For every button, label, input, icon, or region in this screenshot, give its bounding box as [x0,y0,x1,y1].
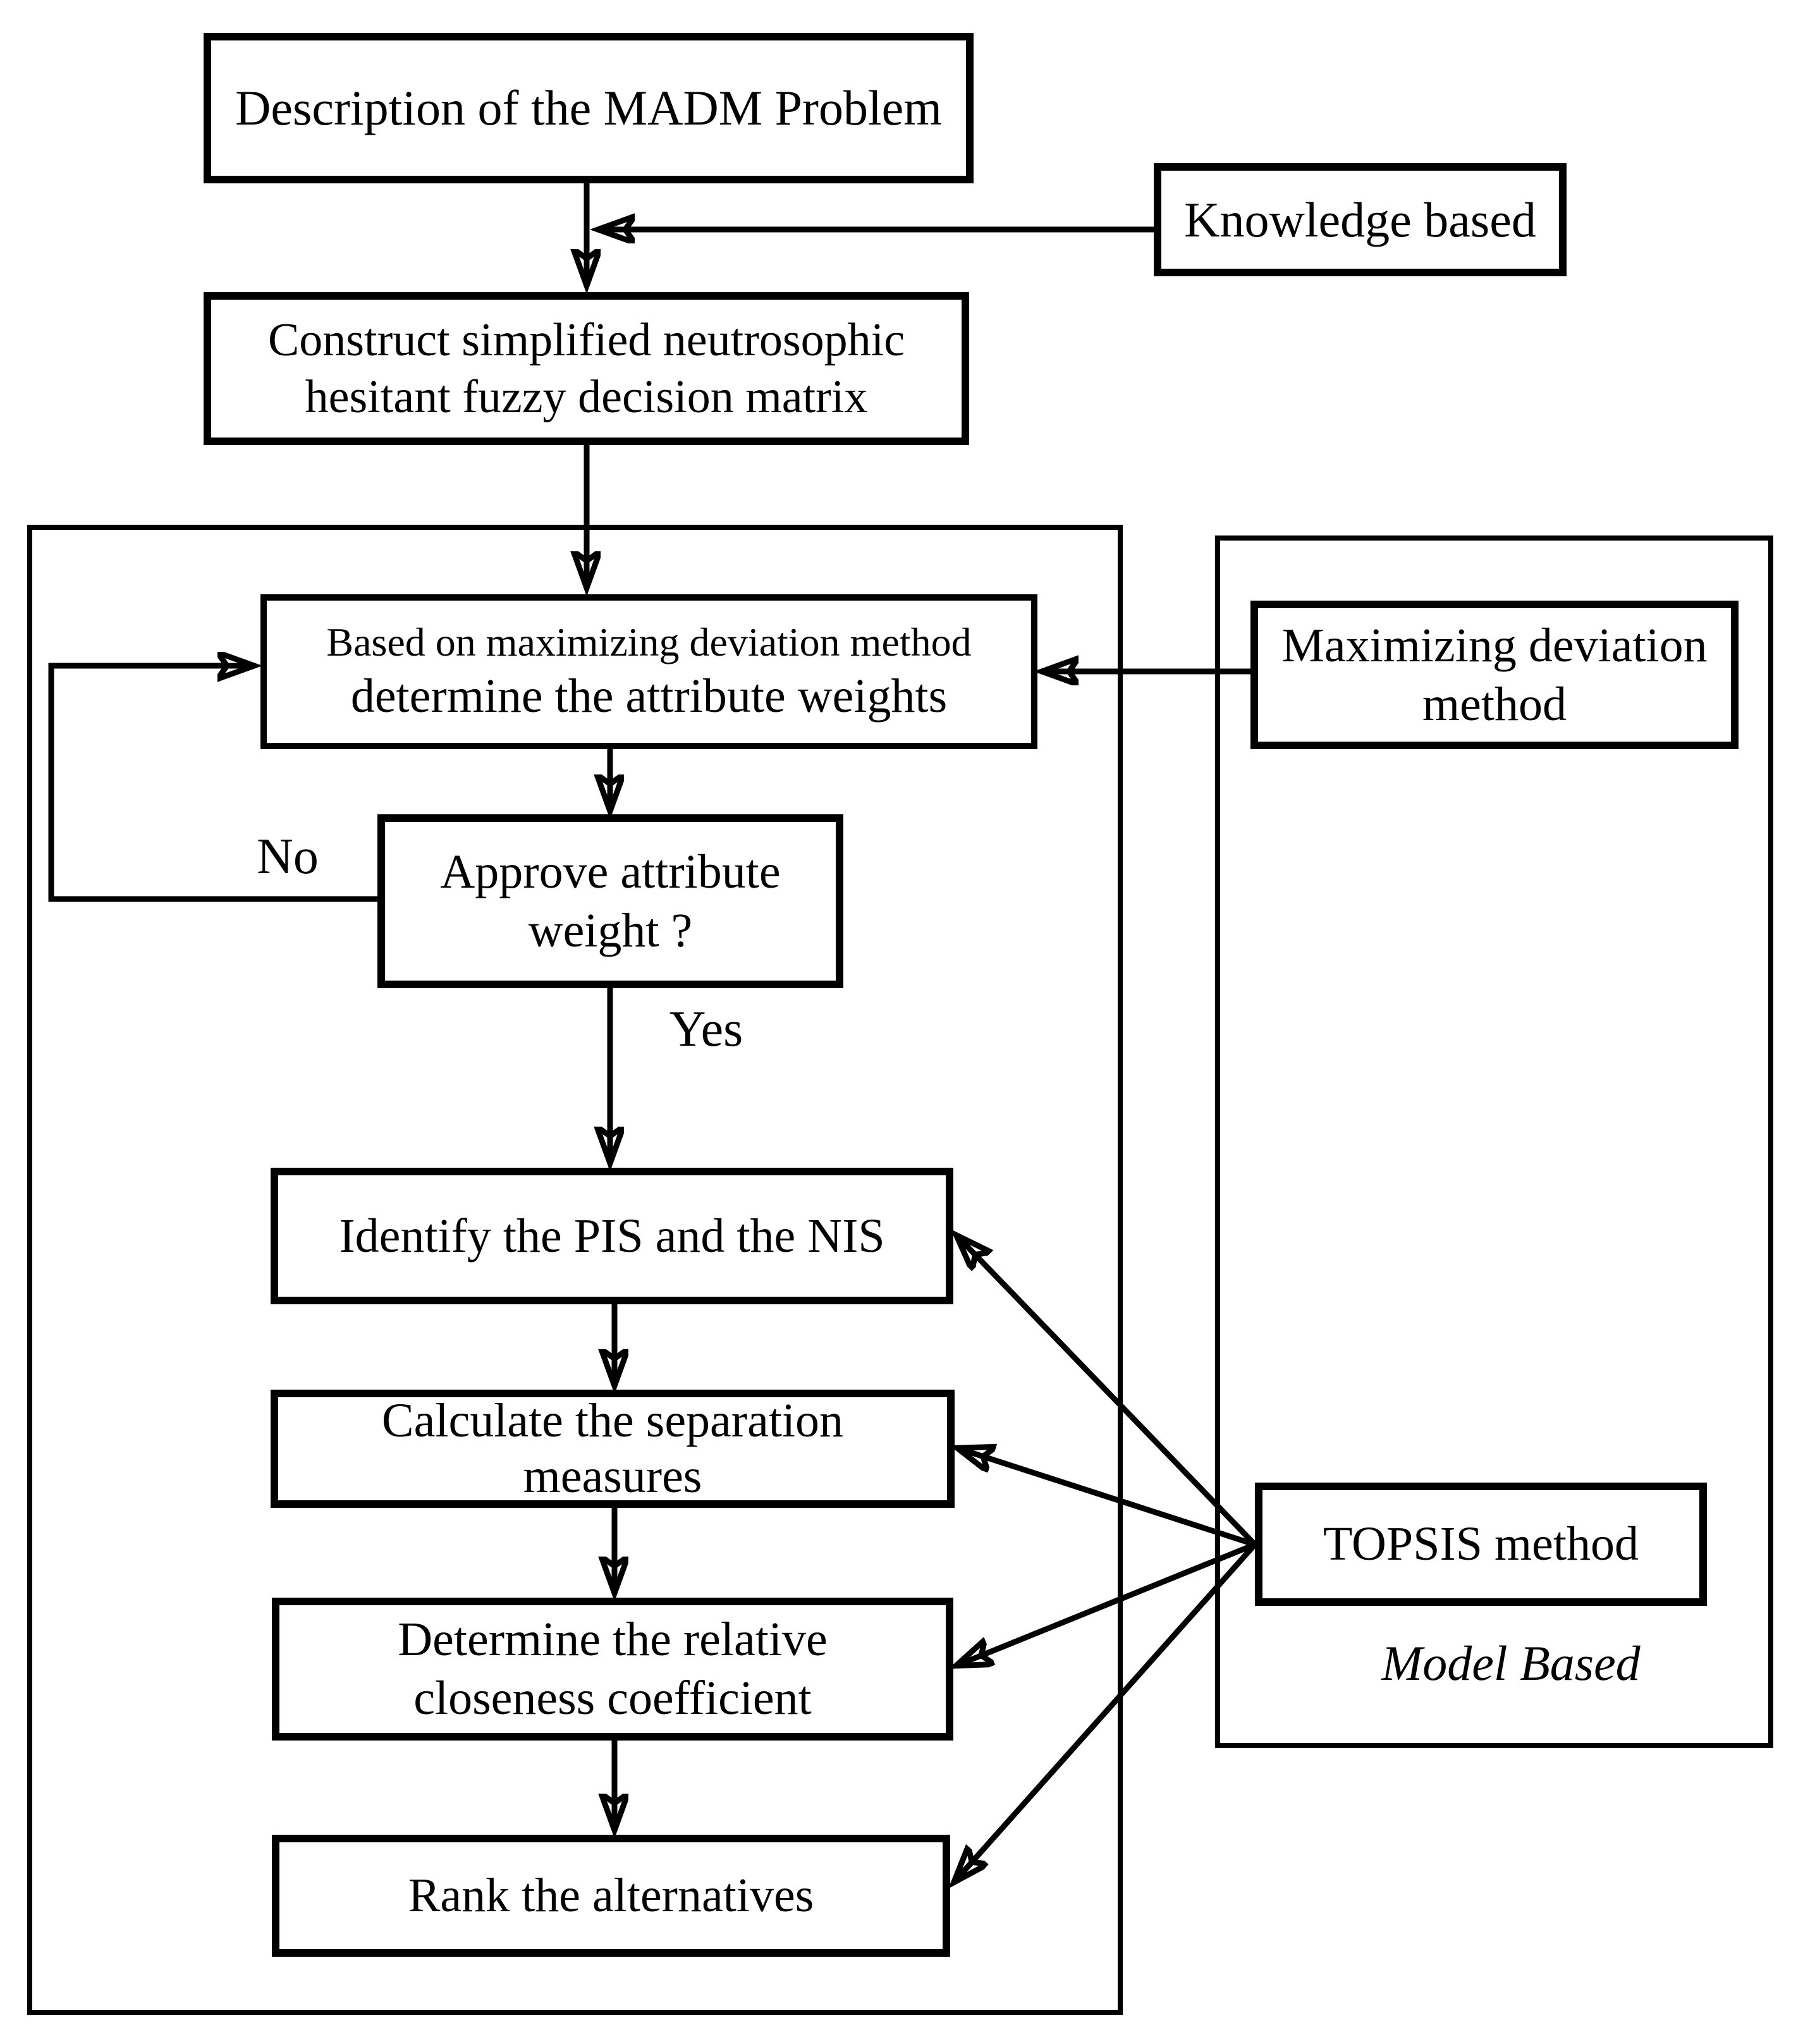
node-label: Maximizing deviation method [1281,618,1708,731]
model-based-caption: Model Based [1381,1636,1641,1691]
edge-label-no: No [257,829,319,884]
node-topsis-method: TOPSIS method [1255,1483,1707,1606]
node-label: Identify the PIS and the NIS [339,1209,885,1263]
node-label: Calculate the separation measures [381,1394,844,1503]
node-knowledge-based: Knowledge based [1154,163,1567,276]
node-label-line1: Based on maximizing deviation method [326,620,972,665]
node-label: Determine the relative closeness coeffic… [398,1613,828,1725]
node-maximizing-deviation-method: Maximizing deviation method [1250,601,1739,749]
node-determine-attribute-weights: Based on maximizing deviation method det… [260,594,1037,749]
node-label: Approve attribute weight ? [440,845,781,957]
node-determine-closeness-coefficient: Determine the relative closeness coeffic… [272,1598,953,1741]
node-label-line2: determine the attribute weights [350,670,948,723]
model-based-container [1215,535,1773,1748]
node-description-madm-problem: Description of the MADM Problem [204,33,974,183]
node-calculate-separation-measures: Calculate the separation measures [271,1390,955,1508]
node-label: Rank the alternatives [408,1869,814,1923]
node-label: Knowledge based [1184,192,1536,247]
node-label: Construct simplified neutrosophic hesita… [267,314,905,423]
node-approve-attribute-weight: Approve attribute weight ? [377,814,843,988]
node-label: TOPSIS method [1323,1517,1639,1571]
node-construct-decision-matrix: Construct simplified neutrosophic hesita… [204,292,969,445]
node-rank-alternatives: Rank the alternatives [272,1835,950,1957]
node-label: Description of the MADM Problem [235,80,942,136]
node-identify-pis-nis: Identify the PIS and the NIS [271,1168,953,1304]
edge-label-yes: Yes [669,1001,743,1057]
